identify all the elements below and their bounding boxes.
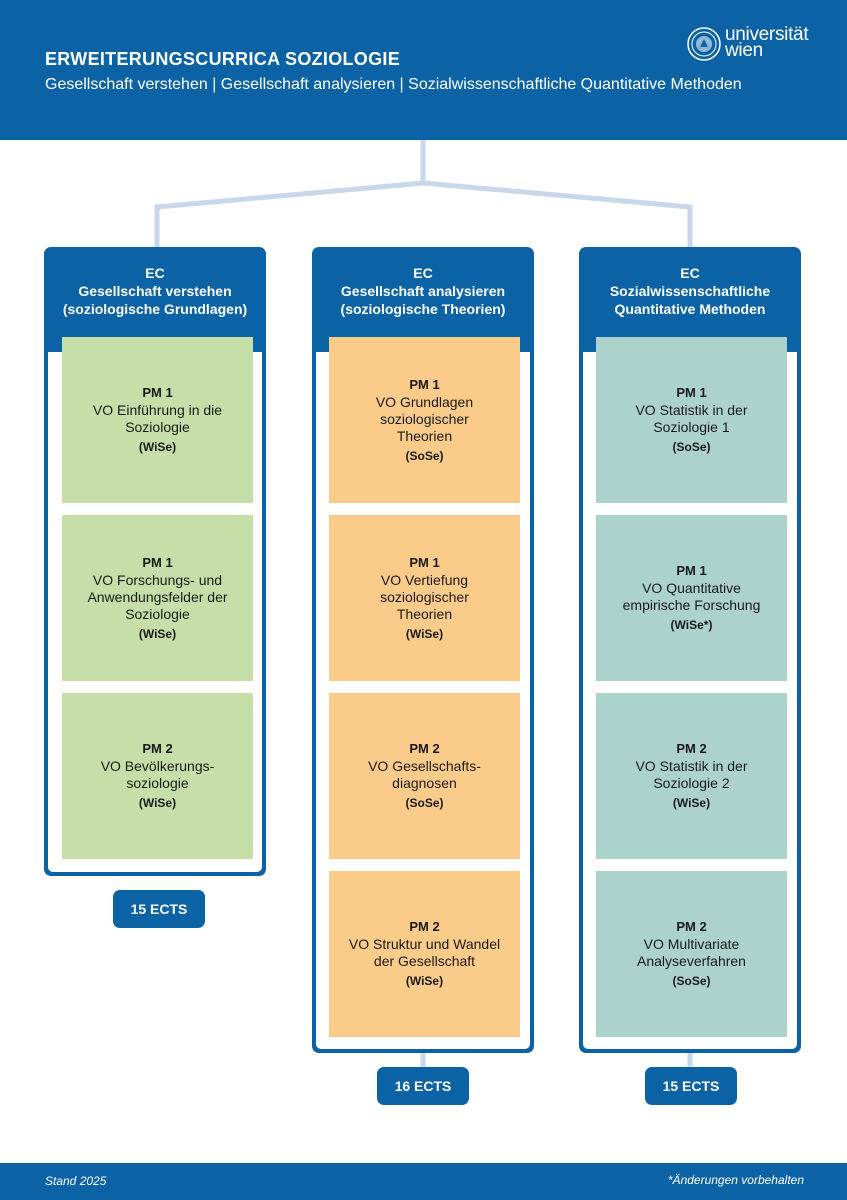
- module-name: VO Grundlagen soziologischer Theorien: [375, 393, 474, 444]
- footer-date: Stand 2025: [45, 1174, 107, 1188]
- module-card: PM 1 VO Vertiefung soziologischer Theori…: [329, 515, 520, 681]
- module-semester: (WiSe): [405, 974, 444, 988]
- ec-heading: EC Sozialwissenschaftliche Quantitative …: [609, 265, 771, 317]
- module-name: VO Statistik in der Soziologie 1: [635, 402, 748, 435]
- module-card: PM 1 VO Quantitative empirische Forschun…: [596, 515, 787, 681]
- module-name: VO Forschungs- und Anwendungsfelder der …: [87, 571, 228, 622]
- module-card: PM 2 VO Statistik in der Soziologie 2 (W…: [596, 693, 787, 859]
- module-card: PM 2 VO Bevölkerungs- soziologie (WiSe): [62, 693, 253, 859]
- module-code: PM 2: [409, 919, 440, 934]
- university-seal-icon: [687, 27, 721, 61]
- footer-band: Stand 2025 *Änderungen vorbehalten: [0, 1163, 847, 1200]
- footer-note: *Änderungen vorbehalten: [667, 1173, 804, 1187]
- module-code: PM 2: [409, 741, 440, 756]
- ects-badge: 15 ECTS: [113, 890, 205, 928]
- module-name: VO Quantitative empirische Forschung: [622, 580, 761, 613]
- header-band: ERWEITERUNGSCURRICA SOZIOLOGIE Gesellsch…: [0, 0, 847, 140]
- module-card: PM 1 VO Statistik in der Soziologie 1 (S…: [596, 337, 787, 503]
- module-name: VO Bevölkerungs- soziologie: [100, 758, 215, 791]
- module-code: PM 1: [676, 563, 707, 578]
- module-semester: (WiSe): [138, 626, 177, 641]
- module-card: PM 2 VO Gesellschafts- diagnosen (SoSe): [329, 693, 520, 859]
- module-code: PM 1: [142, 554, 173, 570]
- module-name: VO Gesellschafts- diagnosen: [368, 758, 481, 791]
- module-name: VO Vertiefung soziologischer Theorien: [380, 571, 469, 622]
- module-semester: (WiSe): [138, 796, 177, 810]
- module-semester: (WiSe*): [670, 618, 713, 632]
- module-semester: (SoSe): [672, 974, 711, 988]
- module-semester: (WiSe): [405, 626, 444, 641]
- module-code: PM 2: [676, 919, 707, 934]
- module-code: PM 2: [142, 741, 173, 756]
- module-name: VO Multivariate Analyseverfahren: [637, 936, 746, 969]
- module-name: VO Struktur und Wandel der Gesellschaft: [348, 936, 501, 969]
- ects-badge: 15 ECTS: [645, 1067, 737, 1105]
- module-card: PM 2 VO Multivariate Analyseverfahren (S…: [596, 871, 787, 1037]
- ec-heading: EC Gesellschaft analysieren (soziologisc…: [340, 265, 506, 317]
- module-card: PM 1 VO Einführung in die Soziologie (Wi…: [62, 337, 253, 503]
- module-card: PM 1 VO Grundlagen soziologischer Theori…: [329, 337, 520, 503]
- logo-wordmark: universität wien: [725, 24, 809, 61]
- module-code: PM 1: [142, 385, 173, 400]
- module-card: PM 1 VO Forschungs- und Anwendungsfelder…: [62, 515, 253, 681]
- module-code: PM 1: [676, 385, 707, 400]
- page-title: ERWEITERUNGSCURRICA SOZIOLOGIE: [45, 49, 401, 69]
- module-name: VO Statistik in der Soziologie 2: [635, 758, 748, 791]
- university-logo: universität wien: [687, 24, 812, 63]
- module-semester: (SoSe): [405, 448, 444, 463]
- module-card: PM 2 VO Struktur und Wandel der Gesellsc…: [329, 871, 520, 1037]
- module-semester: (WiSe): [138, 440, 177, 454]
- module-semester: (SoSe): [672, 440, 711, 454]
- module-code: PM 2: [676, 741, 707, 756]
- module-code: PM 1: [409, 376, 440, 392]
- page-subtitle: Gesellschaft verstehen | Gesellschaft an…: [45, 76, 742, 93]
- ects-badge: 16 ECTS: [377, 1067, 469, 1105]
- module-name: VO Einführung in die Soziologie: [92, 402, 223, 435]
- ec-heading: EC Gesellschaft verstehen (soziologische…: [62, 265, 248, 317]
- module-semester: (SoSe): [405, 796, 444, 810]
- module-semester: (WiSe): [672, 796, 711, 810]
- module-code: PM 1: [409, 554, 440, 570]
